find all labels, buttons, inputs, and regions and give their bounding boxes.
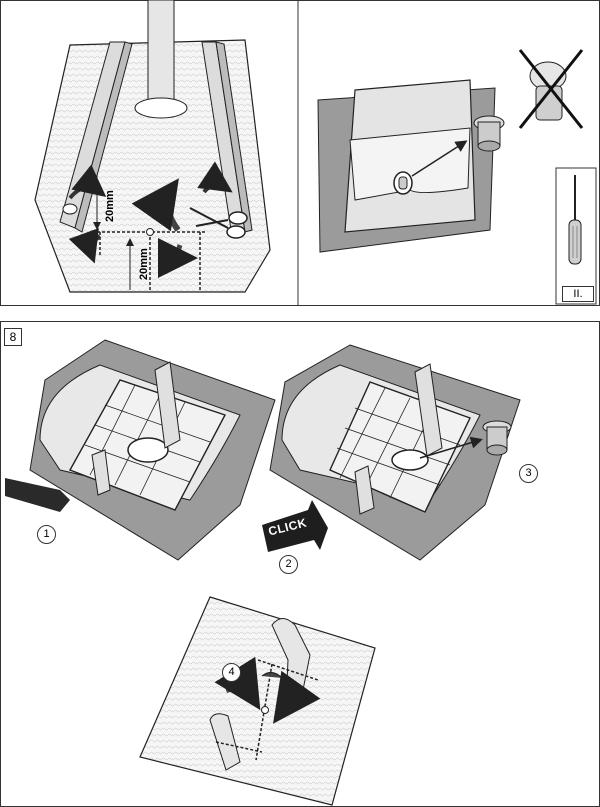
panel-grid-insert bbox=[5, 339, 276, 561]
substep-3-badge: 3 bbox=[519, 464, 538, 483]
tool-label: II. bbox=[562, 286, 594, 302]
panel-insert-plug bbox=[317, 49, 597, 305]
substep-2-badge: 2 bbox=[279, 555, 298, 574]
substep-4-badge: 4 bbox=[222, 663, 241, 682]
panel-cut-membrane bbox=[34, 0, 271, 293]
plug-icon bbox=[473, 115, 505, 152]
plug-icon bbox=[482, 420, 512, 456]
screwdriver-icon bbox=[568, 175, 582, 265]
dimension-vertical-label: 20mm bbox=[104, 190, 116, 222]
panel-fold-membrane bbox=[139, 596, 376, 806]
dimension-horizontal-label: 20mm bbox=[138, 248, 150, 280]
substep-1-badge: 1 bbox=[37, 525, 56, 544]
scissors-icon bbox=[189, 207, 248, 239]
crossed-out-icon bbox=[518, 49, 584, 129]
step-number: 8 bbox=[4, 328, 22, 346]
panel-grid-click bbox=[262, 344, 521, 561]
